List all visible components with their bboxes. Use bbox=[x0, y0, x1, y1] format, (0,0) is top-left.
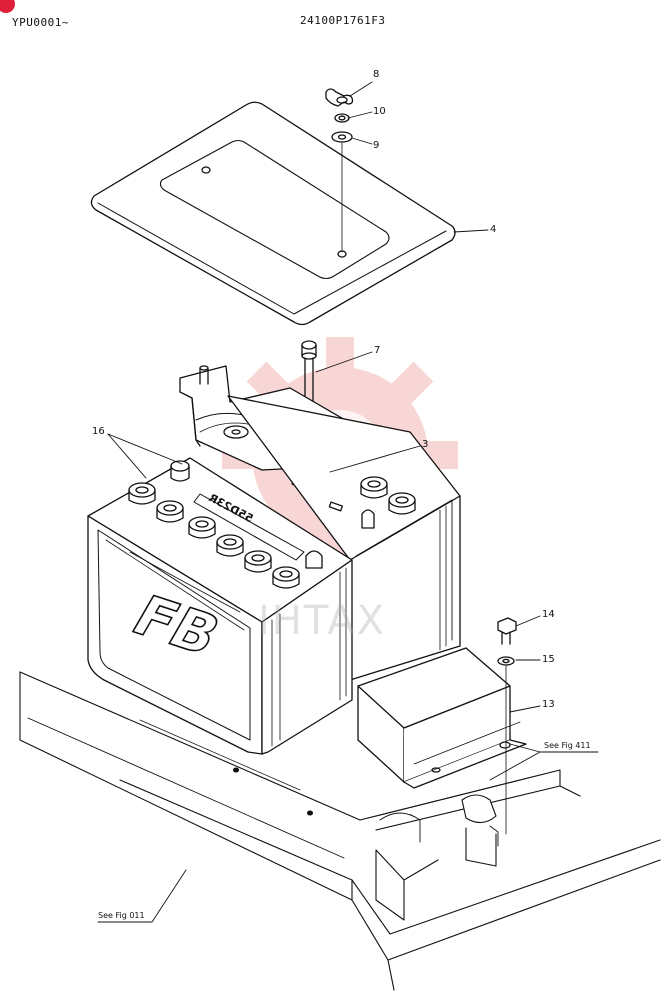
battery-brand-mark: FB bbox=[121, 584, 231, 667]
rear-battery bbox=[227, 395, 461, 681]
callout-15: 15 bbox=[542, 654, 555, 665]
callout-13: 13 bbox=[542, 699, 555, 710]
callout-10: 10 bbox=[373, 106, 386, 117]
callout-9: 9 bbox=[373, 140, 380, 151]
callout-8: 8 bbox=[373, 69, 380, 80]
figure-code: 24100P1761F3 bbox=[300, 14, 386, 27]
callout-4: 4 bbox=[490, 224, 497, 235]
cover-washer bbox=[497, 656, 515, 666]
callout-14: 14 bbox=[542, 609, 555, 620]
leader-lines bbox=[97, 81, 599, 923]
callout-16: 16 bbox=[92, 426, 105, 437]
see-fig-411-reference[interactable]: See Fig 411 bbox=[544, 741, 591, 750]
cover-bolt bbox=[497, 617, 517, 645]
flat-washer bbox=[331, 131, 353, 143]
model-code: YPU0001~ bbox=[12, 16, 69, 29]
corner-mark bbox=[0, 0, 15, 13]
battery-side-label: 55D23R bbox=[206, 491, 255, 525]
truck-frame bbox=[19, 671, 661, 991]
terminal-cover bbox=[357, 647, 527, 789]
callout-7: 7 bbox=[374, 345, 381, 356]
see-fig-011-reference[interactable]: See Fig 011 bbox=[98, 911, 145, 920]
watermark-text: IHTAX bbox=[258, 598, 386, 644]
front-battery bbox=[87, 457, 353, 755]
callout-3: 3 bbox=[422, 439, 429, 450]
wing-nut bbox=[325, 88, 354, 107]
battery-cover-plate bbox=[90, 101, 456, 326]
